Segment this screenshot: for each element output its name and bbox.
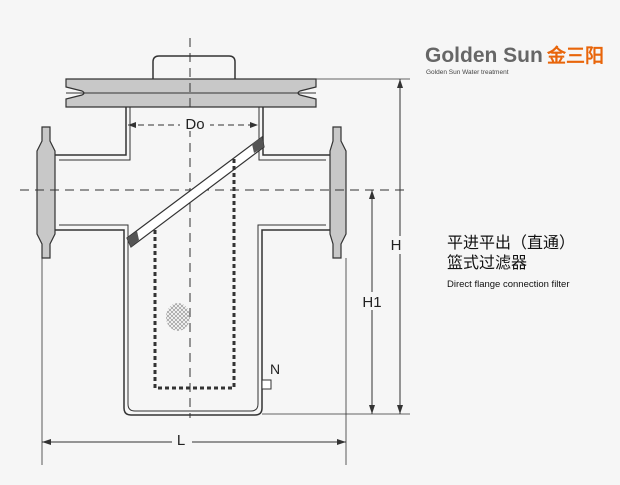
title-line-2: 篮式过滤器 bbox=[447, 254, 527, 272]
plate-seal-left bbox=[127, 231, 139, 247]
logo-wordmark: Golden Sun bbox=[425, 44, 543, 67]
logo: Golden Sun 金三阳 Golden Sun Water treatmen… bbox=[425, 44, 604, 76]
lid-handle bbox=[152, 55, 236, 80]
n-label: N bbox=[270, 361, 280, 377]
right-flange bbox=[329, 126, 347, 259]
left-flange bbox=[36, 126, 56, 259]
strainer-basket bbox=[153, 158, 236, 390]
filter-body bbox=[55, 107, 330, 416]
filter-body-inner bbox=[59, 107, 326, 412]
title-block: 平进平出（直通） 篮式过滤器 Direct flange connection … bbox=[447, 234, 575, 290]
title-line-3: Direct flange connection filter bbox=[447, 279, 570, 290]
h1-dimension: H1 bbox=[357, 190, 387, 414]
h-label: H bbox=[391, 237, 402, 254]
logo-chinese: 金三阳 bbox=[546, 44, 604, 67]
l-label: L bbox=[177, 432, 185, 449]
n-marker: N bbox=[261, 361, 280, 390]
plate-seal-right bbox=[252, 137, 264, 153]
h-dimension: H bbox=[262, 78, 410, 415]
logo-tagline: Golden Sun Water treatment bbox=[426, 69, 509, 76]
mesh-detail bbox=[166, 303, 190, 331]
n-square bbox=[261, 379, 272, 390]
h1-label: H1 bbox=[362, 294, 381, 311]
l-dimension: L bbox=[41, 258, 347, 465]
do-label: Do bbox=[185, 116, 204, 133]
title-line-1: 平进平出（直通） bbox=[447, 234, 575, 252]
diagonal-plate bbox=[126, 135, 265, 248]
do-dimension: Do bbox=[128, 113, 258, 133]
